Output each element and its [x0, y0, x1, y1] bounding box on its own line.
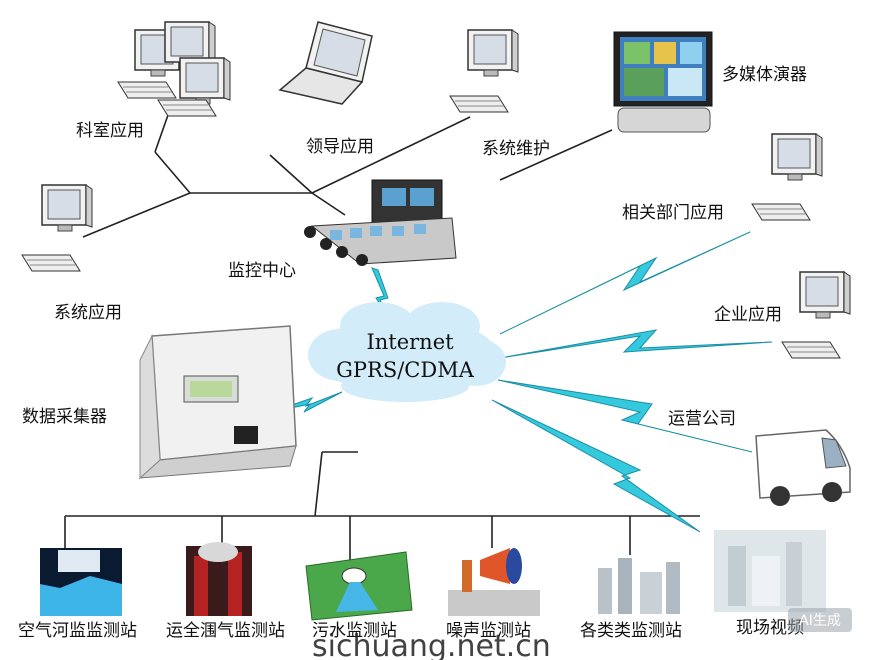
lightning-departments	[499, 231, 751, 335]
label-station-4: 噪声监测站	[446, 621, 531, 641]
label-station-3: 污水监测站	[312, 621, 397, 641]
label-qiye: 企业应用	[714, 305, 782, 325]
station-air-river-icon	[40, 548, 122, 616]
laptop-icon	[278, 21, 373, 105]
monitoring-center-icon	[304, 179, 457, 266]
internet-cloud: Internet GPRS/CDMA	[308, 302, 506, 402]
station-misc-icon	[598, 558, 680, 614]
station-gas-icon	[186, 542, 252, 616]
cloud-gprs-label: GPRS/CDMA	[336, 358, 475, 382]
onsite-video-icon	[714, 530, 826, 612]
computer-xitong-icon	[21, 184, 93, 272]
label-station-5: 各类类监测站	[580, 621, 682, 641]
watermark-corner: AI生成	[799, 613, 841, 629]
station-sewage-icon	[305, 551, 413, 621]
label-lingdao: 领导应用	[306, 137, 374, 157]
cloud-internet-label: Internet	[366, 330, 454, 354]
label-jiankong: 监控中心	[228, 261, 296, 281]
lightning-video	[491, 399, 701, 533]
label-xiangguan: 相关部门应用	[622, 203, 724, 223]
label-xitong-yingyong: 系统应用	[54, 303, 122, 323]
lightning-operator	[497, 379, 753, 453]
label-station-1: 空气河监监测站	[18, 621, 137, 641]
lightning-links	[271, 231, 773, 533]
label-keshi: 科室应用	[76, 121, 144, 141]
watermark-site: sichuang.net.cn	[312, 629, 551, 660]
label-caijiqi: 数据采集器	[22, 407, 107, 427]
label-xianchang: 现场视频	[736, 618, 804, 638]
data-collector-icon	[138, 325, 297, 480]
label-yunying: 运营公司	[668, 409, 736, 429]
lightning-enterprise	[499, 329, 773, 359]
label-xitong-weihu: 系统维护	[482, 139, 550, 159]
multimedia-display-icon	[613, 31, 713, 133]
van-icon	[755, 429, 851, 506]
label-duomeiti: 多媒体演器	[722, 65, 807, 85]
watermark-badge	[788, 608, 852, 632]
computer-qiye-icon	[781, 271, 851, 359]
computer-weihu-icon	[449, 29, 519, 113]
station-noise-icon	[448, 548, 540, 616]
label-station-2: 运全涠气监测站	[166, 621, 285, 641]
computer-xiangguan-icon	[751, 133, 823, 221]
connection-lines	[64, 114, 700, 560]
computer-keshi-icon	[117, 21, 231, 117]
